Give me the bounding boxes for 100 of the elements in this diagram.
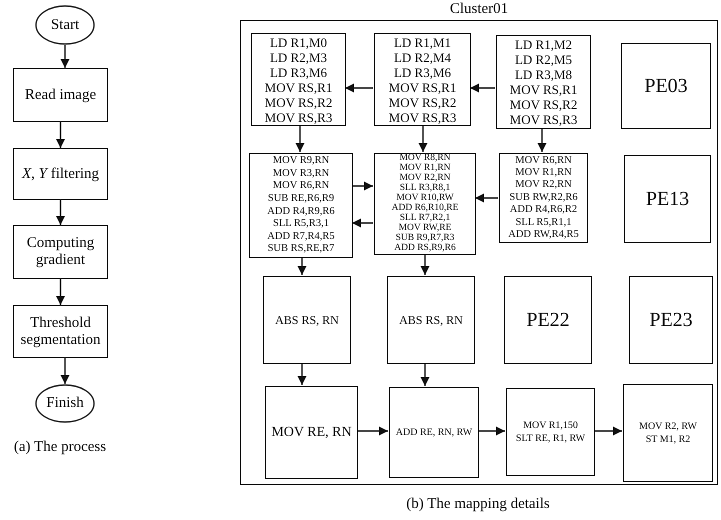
instruction-text: LD R2,M3 bbox=[270, 50, 328, 64]
process-box bbox=[629, 276, 713, 364]
instruction-text: LD R1,M1 bbox=[394, 34, 452, 50]
node-label: MOV RE, RN bbox=[271, 424, 352, 440]
process-box bbox=[389, 387, 479, 478]
instruction-text: ADD R6,R10,RE bbox=[392, 204, 458, 214]
arrow bbox=[420, 363, 430, 386]
arrow bbox=[60, 45, 70, 68]
process-box bbox=[13, 68, 108, 122]
node-label: PE03 bbox=[643, 75, 689, 97]
instruction-text: ADD RW,R4,R5 bbox=[508, 229, 579, 242]
arrow bbox=[418, 125, 428, 152]
terminal-ellipse bbox=[35, 5, 95, 45]
instruction-text: MOV R3,RN bbox=[272, 168, 330, 180]
instruction-text: MOV RS,R1 bbox=[388, 80, 456, 94]
instruction-text: MOV RS,R1 bbox=[510, 82, 578, 97]
instruction-text: SLL R5,R1,1 bbox=[516, 216, 572, 230]
instruction-text: LD R2,M4 bbox=[394, 50, 452, 64]
node-label: ABS RS, RN bbox=[275, 313, 339, 327]
instruction-text: MOV R10,RW bbox=[396, 194, 454, 204]
instruction-text: LD R3,M8 bbox=[514, 67, 572, 82]
caption-text: (a) The process bbox=[14, 439, 106, 456]
instruction-text: SUB RS,RE,R7 bbox=[268, 243, 334, 256]
instruction-text: SLL R3,R8,1 bbox=[400, 184, 450, 194]
terminal-ellipse bbox=[35, 384, 95, 423]
instruction-text: MOV RS,R2 bbox=[388, 94, 456, 110]
instruction-text: MOV R1,150 bbox=[523, 419, 578, 432]
process-box bbox=[374, 33, 471, 126]
instruction-text: MOV RW,RE bbox=[398, 224, 452, 234]
arrow bbox=[475, 194, 498, 202]
instruction-text: SLT RE, R1, RW bbox=[516, 432, 586, 445]
instruction-text: MOV R6,RN bbox=[272, 180, 330, 193]
cluster-title: Cluster01 bbox=[448, 1, 510, 18]
arrow bbox=[420, 254, 430, 275]
process-box bbox=[249, 153, 353, 258]
process-box bbox=[265, 386, 358, 479]
process-box bbox=[499, 153, 588, 243]
instruction-text: MOV RS,R3 bbox=[510, 112, 578, 127]
instruction-text: SUB R9,R7,R3 bbox=[396, 234, 454, 244]
caption-text: (b) The mapping details bbox=[406, 496, 550, 513]
instruction-text: ADD R4,R6,R2 bbox=[510, 204, 578, 217]
instruction-text: SLL R7,R2,1 bbox=[400, 214, 450, 224]
process-box bbox=[13, 225, 108, 279]
instruction-text: MOV R1,RN bbox=[515, 166, 572, 180]
arrow bbox=[352, 218, 373, 228]
node-label: Threshold segmentation bbox=[20, 314, 102, 348]
instruction-text: LD R3,M6 bbox=[270, 64, 328, 80]
arrow bbox=[470, 84, 495, 92]
instruction-text: ADD RS,R9,R6 bbox=[394, 244, 456, 254]
instruction-text: MOV RS,R2 bbox=[264, 94, 332, 110]
process-box bbox=[506, 388, 595, 476]
instruction-text: LD R1,M2 bbox=[514, 37, 572, 52]
instruction-text: SUB RW,R2,R6 bbox=[509, 192, 578, 204]
instruction-text: ADD R4,R9,R6 bbox=[267, 206, 335, 218]
process-box bbox=[623, 384, 713, 482]
node-label: Start bbox=[50, 16, 80, 34]
arrow bbox=[538, 128, 546, 152]
process-box bbox=[621, 43, 711, 129]
arrow bbox=[56, 122, 65, 148]
arrow bbox=[352, 182, 373, 190]
instruction-text: LD R1,M0 bbox=[270, 34, 328, 50]
process-box bbox=[374, 153, 476, 255]
process-box bbox=[13, 305, 108, 358]
instruction-text: MOV RS,R1 bbox=[264, 80, 332, 94]
instruction-text: MOV R2,RN bbox=[399, 174, 451, 184]
instruction-text: SUB RE,R6,R9 bbox=[268, 192, 334, 206]
arrow bbox=[60, 358, 70, 384]
node-label: Computing gradient bbox=[26, 235, 96, 269]
arrow bbox=[56, 279, 65, 305]
instruction-text: LD R3,M6 bbox=[394, 64, 452, 80]
instruction-text: MOV RS,R3 bbox=[264, 110, 332, 124]
node-label: PE13 bbox=[644, 188, 690, 210]
arrow bbox=[478, 426, 505, 436]
process-box bbox=[251, 33, 346, 126]
node-label: PE22 bbox=[525, 309, 571, 331]
instruction-text: ST M1, R2 bbox=[646, 433, 690, 446]
process-box bbox=[387, 276, 475, 364]
instruction-text: MOV R6,RN bbox=[515, 154, 572, 167]
process-box bbox=[496, 35, 591, 129]
instruction-text: SLL R5,R3,1 bbox=[273, 218, 329, 231]
arrow bbox=[594, 426, 622, 436]
node-label: Finish bbox=[45, 395, 85, 412]
arrow bbox=[298, 363, 306, 385]
instruction-text: MOV R8,RN bbox=[399, 154, 451, 164]
process-box bbox=[263, 276, 351, 364]
arrow bbox=[345, 84, 373, 92]
instruction-text: ADD R7,R4,R5 bbox=[267, 230, 335, 244]
arrow bbox=[296, 125, 304, 152]
node-label: X, Y filtering bbox=[20, 166, 100, 182]
process-box bbox=[504, 276, 592, 364]
node-label: PE23 bbox=[648, 309, 694, 331]
arrow bbox=[357, 426, 388, 436]
instruction-text: MOV RS,R2 bbox=[510, 97, 578, 112]
instruction-text: MOV R1,RN bbox=[399, 164, 451, 174]
instruction-text: MOV R2, RW bbox=[639, 420, 697, 433]
instruction-text: MOV R9,RN bbox=[272, 155, 330, 168]
arrow bbox=[298, 257, 306, 275]
node-label: Read image bbox=[24, 86, 98, 104]
instruction-text: MOV R2,RN bbox=[515, 179, 572, 192]
instruction-text: MOV RS,R3 bbox=[388, 110, 456, 124]
